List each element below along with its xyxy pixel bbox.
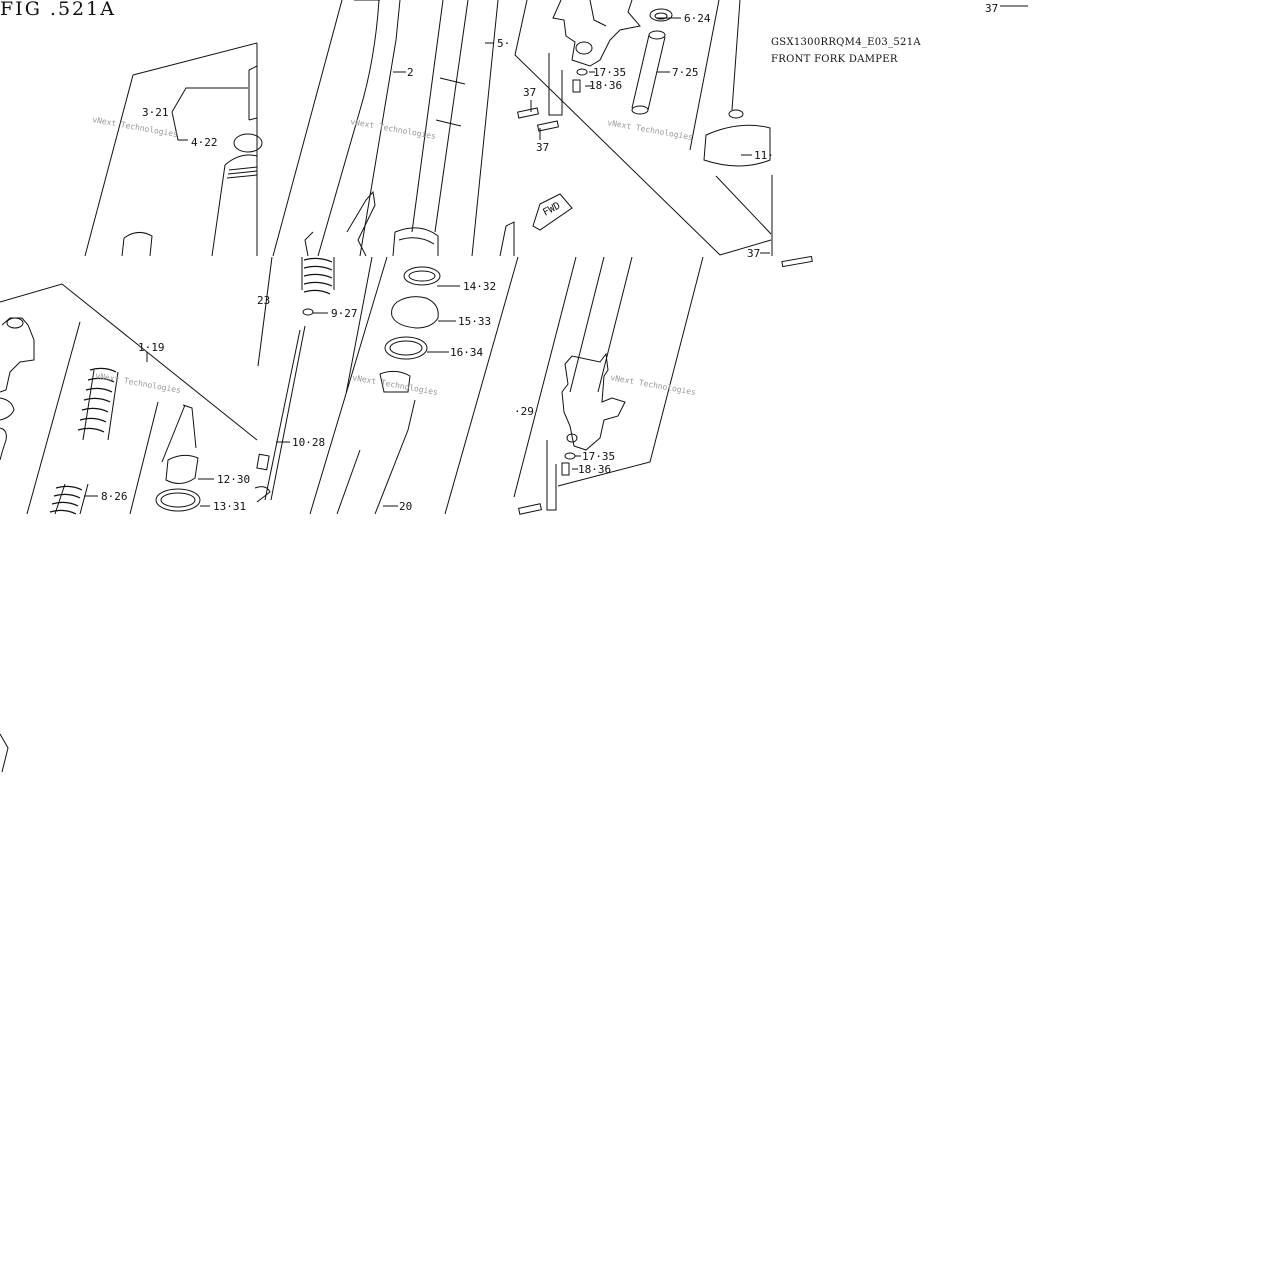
callout-label: 15·33 — [458, 315, 491, 328]
washer-16 — [384, 336, 428, 360]
callout-label: 5· — [497, 37, 510, 50]
callout-labels: 3·21 4·22 2 5· 6·24 17·35 18·36 7·25 37 … — [101, 2, 998, 513]
watermark: vNext Technologies — [350, 117, 437, 141]
bushing-12 — [165, 454, 199, 484]
callout-label: 37 — [985, 2, 998, 15]
callout-label: 14·32 — [463, 280, 496, 293]
callout-label: 1·19 — [138, 341, 165, 354]
watermark: vNext Technologies — [95, 371, 182, 395]
callout-label: 18·36 — [589, 79, 622, 92]
tile-middle-left — [0, 283, 271, 515]
callout-label: 3·21 — [142, 106, 169, 119]
model-code: GSX1300RRQM4_E03_521A — [771, 37, 921, 48]
callout-label: 10·28 — [292, 436, 325, 449]
tile-middle-right — [513, 256, 704, 515]
washer-6 — [649, 8, 673, 22]
callout-label: 8·26 — [101, 490, 128, 503]
callout-label: 37 — [523, 86, 536, 99]
fork-springs — [49, 257, 333, 515]
callout-label: 18·36 — [578, 463, 611, 476]
tile-top-right — [514, 0, 1028, 268]
callout-label: 11· — [754, 149, 774, 162]
tile-middle-center — [256, 256, 519, 515]
seal-14 — [403, 266, 441, 286]
watermark: vNext Technologies — [607, 118, 694, 142]
watermark: vNext Technologies — [610, 373, 697, 397]
callout-label: 2 — [407, 66, 414, 79]
callout-label: 13·31 — [213, 500, 246, 513]
callout-label: 16·34 — [450, 346, 483, 359]
bushing-11 — [703, 124, 771, 167]
watermark: vNext Technologies — [352, 373, 439, 397]
callout-label: 20 — [399, 500, 412, 513]
tile-top-middle — [272, 0, 515, 257]
fwd-arrow — [532, 193, 573, 231]
callout-label: 6·24 — [684, 12, 711, 25]
callout-label: 17·35 — [593, 66, 626, 79]
callout-label: 37 — [536, 141, 549, 154]
clip-15 — [391, 296, 439, 329]
callout-label: 23 — [257, 294, 270, 307]
callout-label: 37 — [747, 247, 760, 260]
fwd-arrow-label: FWD — [541, 200, 562, 218]
tile-top-left — [84, 42, 263, 257]
callout-label: ·29 — [514, 405, 534, 418]
callout-label: 9·27 — [331, 307, 358, 320]
washer-13 — [155, 488, 201, 512]
section-name: FRONT FORK DAMPER — [771, 54, 898, 65]
o-ring-4 — [233, 133, 263, 153]
callout-label: 12·30 — [217, 473, 250, 486]
bottom-fragment — [0, 733, 9, 773]
callout-label: 17·35 — [582, 450, 615, 463]
callout-label: 4·22 — [191, 136, 218, 149]
figure-title: FIG .521A — [0, 0, 116, 20]
callout-label: 7·25 — [672, 66, 699, 79]
